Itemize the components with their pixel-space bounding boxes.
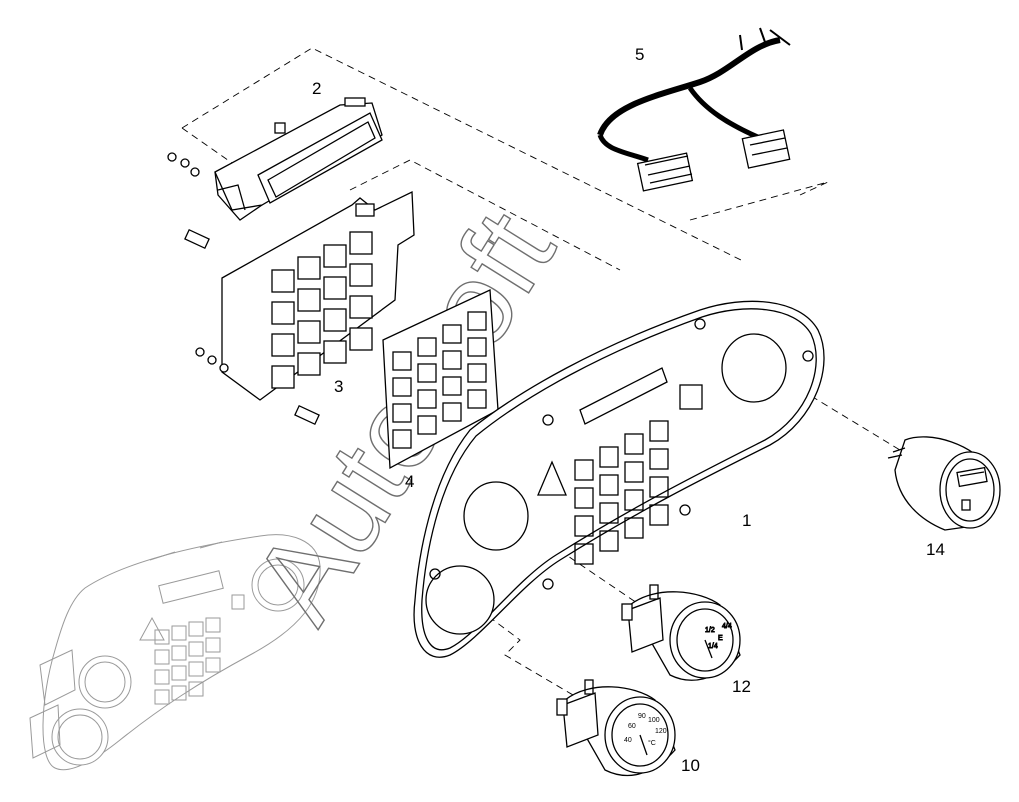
part-2-display-module xyxy=(167,97,383,250)
gauge-10-mark-unit: °C xyxy=(648,739,656,747)
part-14-hour-meter xyxy=(887,436,1001,531)
part-10-temperature-gauge: 40 60 90 100 °C 120 xyxy=(556,679,676,777)
ghost-keypad-grid xyxy=(154,617,221,705)
gauge-10-mark-120: 120 xyxy=(655,728,667,735)
part-labels: 2 3 4 5 1 14 12 10 xyxy=(312,45,945,775)
label-part-4: 4 xyxy=(405,472,414,491)
label-part-3: 3 xyxy=(334,377,343,396)
gauge-10-mark-60: 60 xyxy=(628,723,636,730)
label-part-1: 1 xyxy=(742,511,751,530)
gauge-10-mark-100: 100 xyxy=(648,717,660,724)
label-part-2: 2 xyxy=(312,79,321,98)
keypad-buttons xyxy=(271,231,373,389)
gauge-12-mark-full: 4/4 xyxy=(722,623,732,630)
gauge-10-mark-90: 90 xyxy=(638,713,646,720)
gauge-12-mark-empty: E xyxy=(718,635,723,642)
label-part-10: 10 xyxy=(681,756,700,775)
gauge-10-mark-40: 40 xyxy=(624,737,632,744)
part-12-fuel-gauge: 1/2 E 1/4 4/4 xyxy=(621,584,741,681)
label-part-12: 12 xyxy=(732,677,751,696)
part-5-wiring-harness xyxy=(597,27,791,192)
assembled-dashboard-reference xyxy=(29,534,321,771)
label-part-5: 5 xyxy=(635,45,644,64)
panel-keypad-openings xyxy=(574,420,669,565)
part-4-keypad-membrane xyxy=(382,289,499,470)
gauge-12-mark-quarter: 1/4 xyxy=(708,643,718,650)
label-part-14: 14 xyxy=(926,540,945,559)
part-1-dashboard-panel xyxy=(413,300,825,658)
part-3-keypad-board xyxy=(195,190,415,426)
gauge-12-mark-half: 1/2 xyxy=(705,627,715,634)
